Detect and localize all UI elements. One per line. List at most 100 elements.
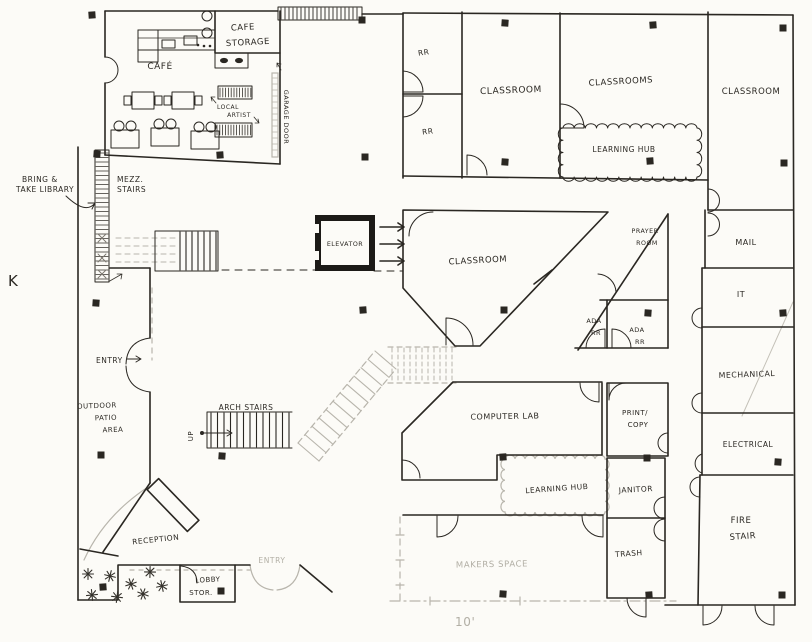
column <box>778 591 786 599</box>
column <box>500 306 508 314</box>
labels-layer: CAFE STORAGE CAFÉ LOCAL ARTIST GARAGE DO… <box>8 22 780 629</box>
outdoor-patio-label: AREA <box>102 426 123 435</box>
cafe-storage-label: STORAGE <box>226 37 270 49</box>
column <box>92 299 100 307</box>
column <box>501 19 509 27</box>
pencil-layer <box>83 72 794 606</box>
prayer-room-label: ROOM <box>636 240 658 247</box>
makers-space-door-left <box>436 515 459 538</box>
ada-rr-left-label: RR <box>591 329 601 337</box>
learning-hub-bottom-label: LEARNING HUB <box>525 482 589 495</box>
garage-door-label: GARAGE DOOR <box>282 90 290 145</box>
landscaping-plants <box>81 565 168 604</box>
annotation-arrows <box>65 62 282 363</box>
computer-lab-door <box>401 459 421 479</box>
it-label: IT <box>737 290 745 299</box>
classroom-center-label: CLASSROOM <box>448 254 507 267</box>
ada-rr-right-door <box>611 328 632 349</box>
column <box>499 590 507 598</box>
cafe-table <box>163 91 203 110</box>
trash-label: TRASH <box>614 548 643 559</box>
ada-rr-right-label: RR <box>635 338 645 346</box>
mail-label: MAIL <box>735 238 756 247</box>
cafe-furniture <box>110 10 260 150</box>
prayer-room-door <box>597 273 617 293</box>
column <box>499 453 507 461</box>
rr-top-label: RR <box>417 47 430 58</box>
column <box>644 309 652 317</box>
entry-arrow-icon <box>126 355 142 363</box>
bring-take-library-label: BRING & <box>22 175 58 184</box>
entry-bottom-doors <box>249 564 301 591</box>
column <box>218 452 226 460</box>
column <box>216 151 224 159</box>
classroom-top-door <box>466 154 488 176</box>
cafe-door <box>104 56 119 84</box>
elevator <box>312 215 405 271</box>
arch-stairs-label: ARCH STAIRS <box>219 403 274 412</box>
rr-bottom-label: RR <box>422 126 434 136</box>
column <box>359 306 367 314</box>
print-copy-label: COPY <box>628 421 649 429</box>
trash-exit-door <box>626 597 647 618</box>
lobby-storage-label: STOR. <box>189 589 213 597</box>
rr-top-door <box>402 70 424 93</box>
column <box>649 21 657 29</box>
up-label: UP <box>187 431 195 441</box>
print-copy-label: PRINT/ <box>622 409 648 417</box>
library-arrow-icon <box>65 195 96 210</box>
entry-bottom-label: ENTRY <box>258 556 285 565</box>
column <box>99 583 107 591</box>
banquette-table <box>190 121 220 150</box>
column <box>358 16 366 24</box>
outdoor-patio-label: PATIO <box>95 414 118 423</box>
mezz-stairs <box>154 230 219 272</box>
local-artist-shelf <box>217 85 253 100</box>
local-artist-arrow-icon <box>210 96 217 104</box>
classrooms-door <box>559 103 585 129</box>
up-arrow-icon <box>201 429 233 437</box>
local-artist-arrow-icon <box>253 116 260 124</box>
banquette-table <box>150 118 180 147</box>
clerestory-hatch <box>280 7 358 20</box>
classroom-top-label: CLASSROOM <box>480 85 542 97</box>
library-shelf-hatch <box>95 152 109 280</box>
janitor-label: JANITOR <box>618 484 654 495</box>
column <box>779 309 787 317</box>
fire-stair-label: FIRE <box>731 516 752 526</box>
fire-exit-door <box>702 605 723 626</box>
column <box>780 159 788 167</box>
entry-left-label: ENTRY <box>96 356 123 365</box>
janitor-door <box>653 496 666 520</box>
print-copy-door-2 <box>657 432 669 454</box>
ada-rr-left-door <box>585 328 606 349</box>
fire-exit-door-2 <box>754 605 775 626</box>
prayer-room-label: PRAYER <box>632 228 659 235</box>
mail-door <box>707 188 720 213</box>
classrooms-label: CLASSROOMS <box>588 75 653 88</box>
doors-layer <box>104 56 775 626</box>
cafe-storage-label: CAFE <box>231 22 256 33</box>
electrical-door <box>694 453 703 474</box>
classroom-center-door-2 <box>445 317 474 346</box>
elevator-exit-arrows-icon <box>379 222 405 266</box>
column <box>645 591 653 599</box>
electrical-label: ELECTRICAL <box>723 440 774 449</box>
cafe-label: CAFÉ <box>147 60 172 72</box>
column <box>774 458 782 466</box>
ada-rr-left-label: ADA <box>586 317 601 325</box>
column <box>646 157 654 165</box>
elevator-label: ELEVATOR <box>327 241 363 248</box>
fire-stair-door <box>689 476 701 498</box>
structural-columns <box>88 11 788 599</box>
makers-space-label: MAKERS SPACE <box>456 559 528 570</box>
column <box>643 454 651 462</box>
classroom-center-door <box>408 211 434 237</box>
mechanical-door <box>691 392 703 414</box>
mezz-arrow-icon <box>107 273 123 283</box>
mezz-stairs-label: STAIRS <box>117 185 146 194</box>
garage-door-arrow-icon <box>276 62 282 71</box>
mechanical-label: MECHANICAL <box>718 369 775 380</box>
